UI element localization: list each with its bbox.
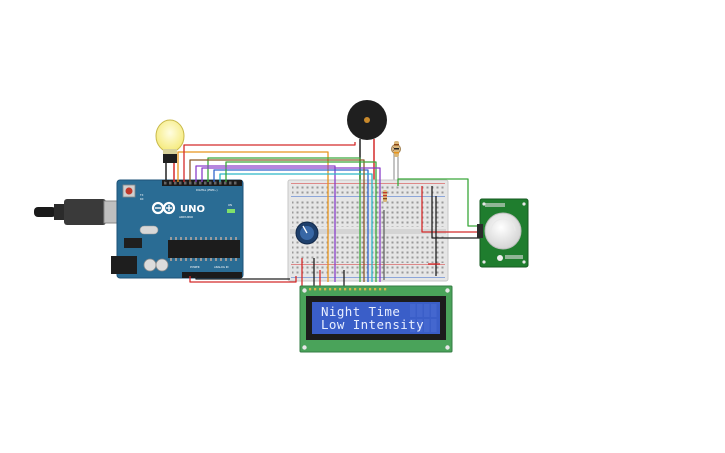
wire-red [189, 276, 297, 283]
wire-black [195, 276, 290, 280]
digital-header[interactable] [162, 180, 242, 186]
wire-purple [201, 167, 381, 282]
pir-dome [484, 212, 522, 250]
wire-red [183, 142, 356, 182]
uno-label: UNO [180, 204, 205, 215]
potentiometer[interactable] [295, 221, 319, 245]
wire-blue [213, 169, 369, 282]
wire-purple [195, 165, 336, 282]
wires [177, 142, 480, 290]
wire-black [431, 186, 480, 239]
wire-brown [189, 159, 365, 282]
analog-label: ANALOG IN [214, 265, 228, 269]
wire-green [207, 157, 361, 282]
resistor[interactable] [394, 141, 399, 157]
pir-header[interactable] [477, 224, 483, 238]
pir-motion-sensor[interactable] [477, 198, 529, 268]
lcd-line-1: Night Time [321, 304, 400, 319]
wire-cyan [219, 173, 373, 282]
brand-label: ARDUINO [179, 215, 194, 219]
capacitor [155, 258, 169, 272]
on-led [227, 209, 235, 213]
usb-chip [124, 238, 142, 248]
wire-orange [177, 151, 329, 282]
tx-label: TX [140, 193, 144, 197]
atmega-chip [168, 240, 240, 258]
lcd-16x2-display[interactable]: Night Time Low Intensity [299, 285, 453, 353]
digital-label: DIGITAL (PWM~) [196, 188, 218, 192]
light-bulb[interactable] [155, 119, 185, 182]
resistor[interactable] [383, 190, 387, 202]
power-analog-header[interactable] [182, 272, 242, 278]
capacitor [143, 258, 157, 272]
lcd-line-2: Low Intensity [321, 317, 424, 332]
crystal-oscillator [139, 225, 159, 235]
on-label: ON [228, 203, 232, 207]
dc-power-jack[interactable] [111, 256, 137, 274]
arduino-uno-board[interactable]: UNO ARDUINO DIGITAL (PWM~) POWER ANALOG … [111, 179, 244, 279]
rx-label: RX [140, 197, 144, 201]
arduino-logo [151, 201, 176, 215]
wire-red [421, 186, 480, 233]
wire-green [397, 178, 480, 227]
wire-green [225, 161, 377, 282]
power-label: POWER [190, 265, 200, 269]
